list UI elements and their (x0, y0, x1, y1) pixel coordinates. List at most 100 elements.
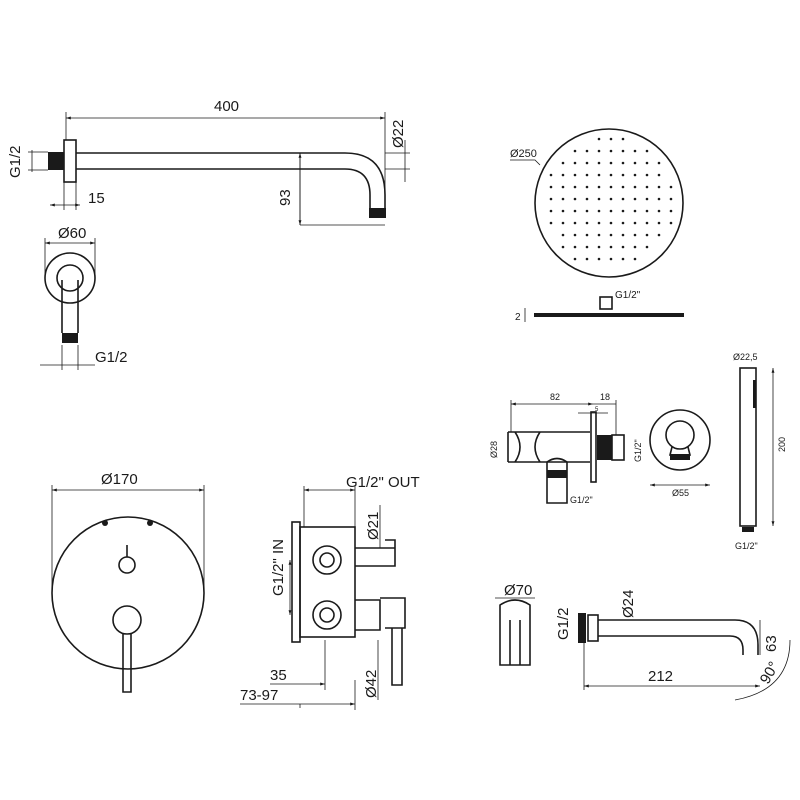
nozzle-dot (657, 233, 661, 237)
nozzle-dot (549, 185, 553, 189)
arm-diameter-label: Ø22 (390, 120, 407, 148)
spout-angle-label: 90° (757, 659, 783, 687)
nozzle-dot (597, 197, 601, 201)
nozzle-dot (621, 257, 625, 261)
shower-arm-drawing: 400 93 Ø22 G1/2 15 (7, 98, 410, 226)
valve-in-label: G1/2" IN (270, 539, 287, 596)
nozzle-dot (633, 221, 637, 225)
nozzle-dot (585, 197, 589, 201)
nozzle-dot (609, 245, 613, 249)
nozzle-dot (573, 209, 577, 213)
elbow-length-label: 82 (550, 392, 560, 402)
wall-outlet-drawing: Ø55 (649, 409, 711, 498)
nozzle-dot (657, 197, 661, 201)
nozzle-dot (597, 185, 601, 189)
nozzle-dot (561, 197, 565, 201)
nozzle-dot (573, 161, 577, 165)
nozzle-dot (549, 221, 553, 225)
hand-shower-diameter-label: Ø22,5 (733, 352, 758, 362)
nozzle-dot (609, 149, 613, 153)
nozzle-dot (633, 185, 637, 189)
nozzle-dot (585, 149, 589, 153)
nozzle-dot (645, 149, 649, 153)
nozzle-dot (585, 257, 589, 261)
arm-thread-label: G1/2 (7, 145, 24, 178)
nozzle-dot (585, 209, 589, 213)
plate-diameter-label: Ø170 (101, 471, 138, 488)
nozzle-dot (597, 209, 601, 213)
valve-depth-label: 35 (270, 667, 287, 684)
flange-diameter-label: Ø60 (58, 225, 86, 242)
hand-shower-drawing: 200 Ø22,5 G1/2" (733, 352, 787, 551)
nozzle-dot (561, 233, 565, 237)
nozzle-dot (633, 245, 637, 249)
bath-spout-drawing: Ø70 212 G1/2 Ø24 63 90° (495, 582, 791, 701)
nozzle-dot (609, 209, 613, 213)
elbow-thread-down-label: G1/2" (570, 495, 593, 505)
nozzle-dot (561, 245, 565, 249)
nozzle-dot (597, 161, 601, 165)
nozzle-dot (609, 161, 613, 165)
nozzle-dot (621, 209, 625, 213)
nozzle-dot (549, 173, 553, 177)
nozzle-dot (549, 209, 553, 213)
nozzle-dot (573, 149, 577, 153)
nozzle-dot (621, 173, 625, 177)
mixer-plate-drawing: Ø170 (51, 471, 205, 693)
nozzle-dot (645, 161, 649, 165)
nozzle-dot (597, 149, 601, 153)
nozzle-dot (561, 209, 565, 213)
nozzle-dot (573, 257, 577, 261)
nozzle-dot (645, 209, 649, 213)
arm-flange-drawing: Ø60 G1/2 (40, 225, 128, 370)
nozzle-dot (669, 197, 673, 201)
nozzle-dot (621, 233, 625, 237)
nozzle-dot (669, 221, 673, 225)
nozzle-dot (597, 245, 601, 249)
nozzle-dot (561, 161, 565, 165)
nozzle-dot (609, 197, 613, 201)
nozzle-dot (633, 161, 637, 165)
nozzle-dot (585, 221, 589, 225)
nozzle-dot (621, 221, 625, 225)
elbow-depth-label: 18 (600, 392, 610, 402)
head-diameter-label: Ø250 (510, 148, 537, 160)
valve-d2-label: Ø42 (363, 670, 380, 698)
nozzle-dot (657, 185, 661, 189)
head-thickness-label: 2 (515, 312, 521, 323)
elbow-thread-out-label: G1/2" (633, 439, 643, 462)
nozzle-dot (621, 137, 625, 141)
spout-rosette-label: Ø70 (504, 582, 532, 599)
nozzle-dot (585, 185, 589, 189)
nozzle-dot (573, 245, 577, 249)
nozzle-dot (573, 197, 577, 201)
nozzle-dot (609, 221, 613, 225)
nozzle-dot (621, 149, 625, 153)
nozzle-dot (657, 209, 661, 213)
nozzle-dot (645, 185, 649, 189)
nozzle-pattern (549, 137, 673, 261)
hand-shower-thread-label: G1/2" (735, 541, 758, 551)
nozzle-dot (597, 221, 601, 225)
nozzle-dot (621, 197, 625, 201)
valve-range-label: 73-97 (240, 687, 278, 704)
spout-length-label: 212 (648, 668, 673, 685)
nozzle-dot (549, 197, 553, 201)
nozzle-dot (561, 221, 565, 225)
nozzle-dot (609, 185, 613, 189)
arm-drop-label: 93 (277, 189, 294, 206)
nozzle-dot (633, 257, 637, 261)
head-thread-label: G1/2" (615, 290, 641, 301)
nozzle-dot (597, 173, 601, 177)
nozzle-dot (597, 257, 601, 261)
nozzle-dot (633, 197, 637, 201)
nozzle-dot (561, 185, 565, 189)
nozzle-dot (609, 233, 613, 237)
valve-body-drawing: G1/2" OUT G1/2" IN Ø21 Ø42 35 73-97 (240, 474, 420, 710)
nozzle-dot (657, 173, 661, 177)
wall-outlet-diameter-label: Ø55 (672, 488, 689, 498)
nozzle-dot (573, 173, 577, 177)
valve-d1-label: Ø21 (365, 512, 382, 540)
arm-length-label: 400 (214, 98, 239, 115)
